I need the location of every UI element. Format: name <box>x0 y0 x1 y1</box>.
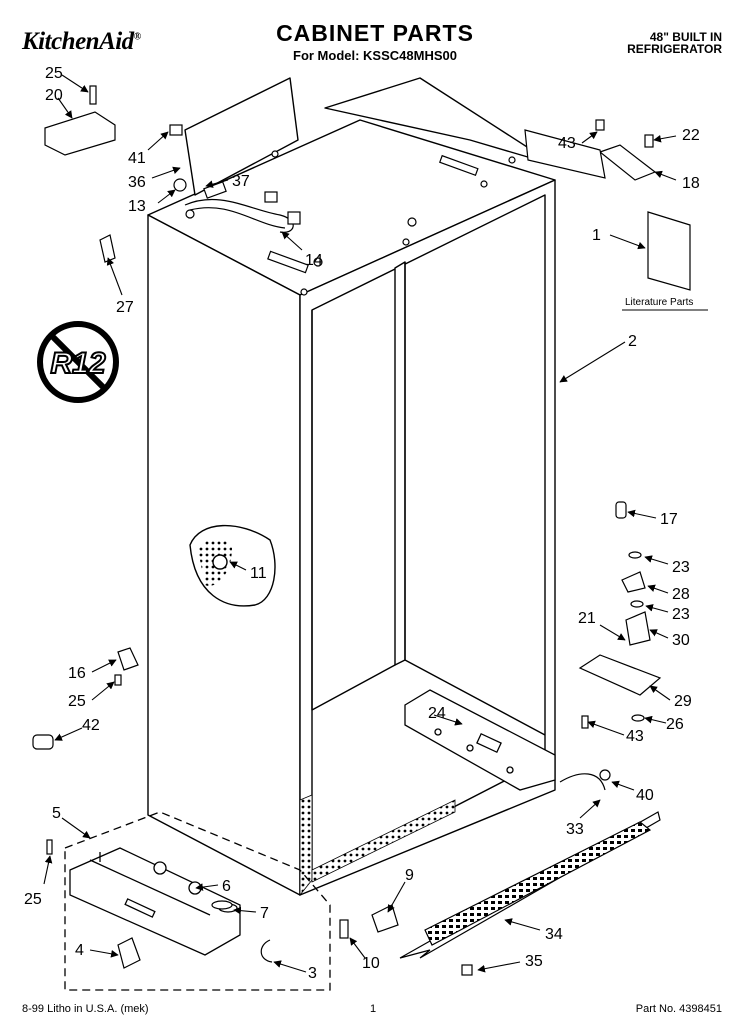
callout-label: 13 <box>128 198 146 215</box>
footer-part-number: Part No. 4398451 <box>635 1003 722 1015</box>
callout-label: 42 <box>82 717 100 734</box>
callout-label: 10 <box>362 955 380 972</box>
callout-label: 20 <box>45 87 63 104</box>
callout-label: 37 <box>232 173 250 190</box>
callout-label: 5 <box>52 805 61 822</box>
callout-label: 17 <box>660 511 678 528</box>
callout-label: 35 <box>525 953 543 970</box>
diagram-title: CABINET PARTS <box>276 20 474 46</box>
literature-label: Literature Parts <box>625 297 693 308</box>
callout-label: 11 <box>250 565 267 582</box>
callout-label: 16 <box>68 665 86 682</box>
callout-label: 21 <box>578 610 596 627</box>
callout-label: 40 <box>636 787 654 804</box>
callout-label: 1 <box>592 227 601 244</box>
callout-label: 22 <box>682 127 700 144</box>
callout-label: 29 <box>674 693 692 710</box>
callout-label: 9 <box>405 867 414 884</box>
callout-label: 43 <box>558 135 576 152</box>
spec-type: REFRIGERATOR <box>627 42 722 56</box>
callout-label: 30 <box>672 632 690 649</box>
callout-label: 6 <box>222 878 231 895</box>
callout-label: 24 <box>428 705 446 722</box>
foam-hatch <box>299 794 456 897</box>
toe-rail <box>69 847 241 956</box>
callout-label: 26 <box>666 716 684 733</box>
callout-label: 34 <box>545 926 563 943</box>
leader-lines <box>43 74 677 973</box>
model-subtitle: For Model: KSSC48MHS00 <box>293 48 457 63</box>
left-small-parts <box>32 85 611 976</box>
callout-label: 25 <box>68 693 86 710</box>
callout-label: 27 <box>116 299 134 316</box>
spec-size: 48" BUILT IN <box>649 30 722 44</box>
callout-label: 23 <box>672 559 690 576</box>
callout-label: 28 <box>672 586 690 603</box>
brand-mark: ® <box>133 31 141 43</box>
no-r12-badge: R12 <box>37 321 119 403</box>
callout-labels: 25 20 41 36 37 13 14 27 43 22 18 1 2 11 … <box>24 65 700 982</box>
callout-label: 41 <box>128 150 146 167</box>
machine-bracket <box>404 689 556 791</box>
base-assembly-outline <box>64 811 331 991</box>
callout-label: 3 <box>308 965 317 982</box>
callout-label: 25 <box>24 891 42 908</box>
callout-label: 18 <box>682 175 700 192</box>
callout-label: 14 <box>305 252 323 269</box>
callout-label: 2 <box>628 333 637 350</box>
footer-printing-note: 8-99 Litho in U.S.A. (mek) <box>22 1003 149 1015</box>
hinge-hardware <box>524 119 691 729</box>
badge-text: R12 <box>50 347 105 380</box>
callout-label: 7 <box>260 905 269 922</box>
callout-label: 23 <box>672 606 690 623</box>
callout-label: 25 <box>45 65 63 82</box>
top-hardware <box>184 150 516 296</box>
brand-text: KitchenAid <box>22 28 134 55</box>
front-grille <box>399 811 661 959</box>
callout-label: 33 <box>566 821 584 838</box>
callout-label: 4 <box>75 942 84 959</box>
brand-logo: KitchenAid® <box>22 28 141 56</box>
footer-page-number: 1 <box>370 1003 377 1015</box>
callout-label: 36 <box>128 174 146 191</box>
callout-label: 43 <box>626 728 644 745</box>
